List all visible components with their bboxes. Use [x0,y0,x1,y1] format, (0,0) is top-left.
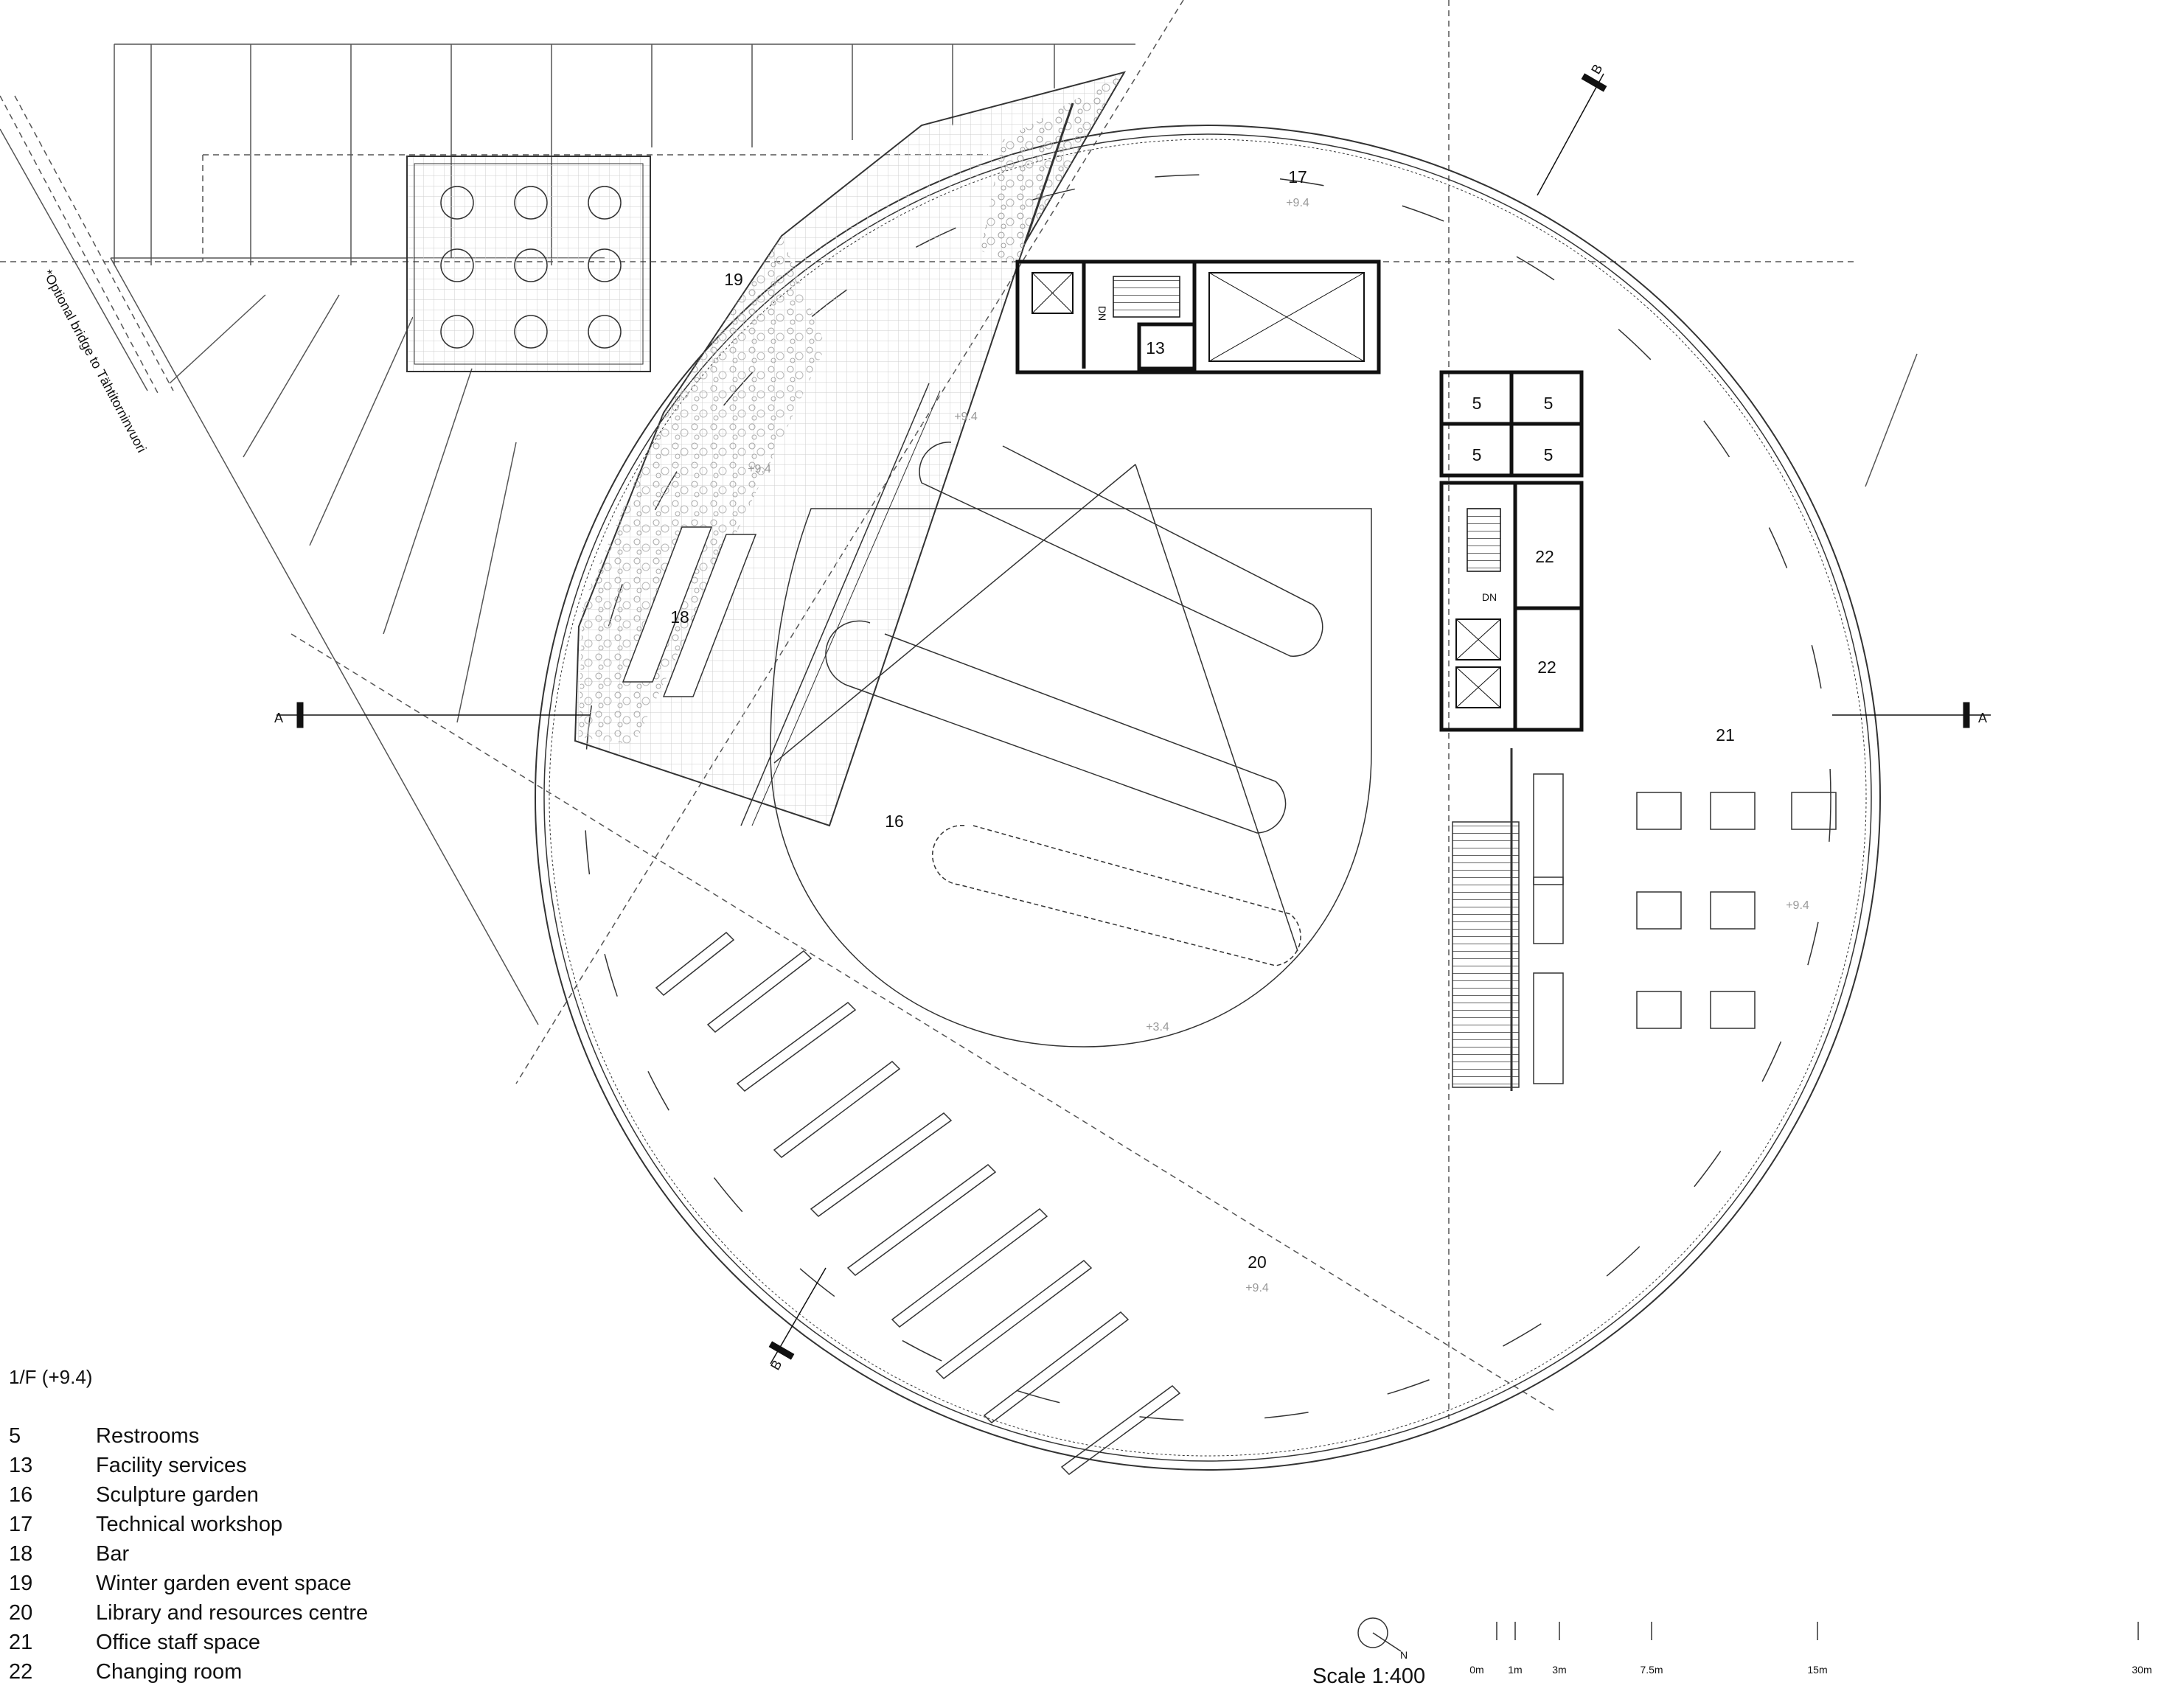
room-22-number-2: 22 [1537,658,1556,677]
section-markers [276,73,1991,1364]
room-18-number: 18 [670,607,689,627]
office-desks [1533,773,1837,1084]
section-mark-b-bottom: B [768,1358,784,1373]
room-5-number-3: 5 [1472,445,1482,464]
room-17-level: +9.4 [1286,197,1309,209]
scale-bar [1496,1622,2139,1640]
legend-label: Changing room [96,1660,243,1684]
legend-level-title: 1/F (+9.4) [9,1366,93,1388]
optional-bridge-note: *Optional bridge to Tähtitorninvuori [40,267,149,455]
legend-row: 20 Library and resources centre [9,1598,525,1628]
legend-row: 17 Technical workshop [9,1510,525,1539]
stair-dn-label-2: DN [1482,591,1497,603]
legend-num: 19 [9,1572,33,1595]
bar-counters [622,526,757,697]
legend-row: 19 Winter garden event space [9,1569,525,1598]
section-mark-a-left: A [274,711,283,725]
legend: 1/F (+9.4) 5 Restrooms 13 Facility service… [9,1366,525,1687]
legend-label: Facility services [96,1454,247,1477]
legend-row: 18 Bar [9,1539,525,1569]
room-18-level: +9.4 [748,463,771,475]
legend-num: 20 [9,1601,33,1625]
scale-tick-15m: 15m [1807,1664,1827,1676]
legend-row: 16 Sculpture garden [9,1480,525,1510]
scale-tick-0m: 0m [1469,1664,1483,1676]
legend-label: Winter garden event space [96,1572,352,1595]
legend-row: 21 Office staff space [9,1628,525,1657]
scale-tick-1m: 1m [1508,1664,1522,1676]
legend-row: 13 Facility services [9,1451,525,1480]
winter-garden-wedge [574,71,1127,827]
room-5-number-4: 5 [1544,445,1554,464]
legend-label: Library and resources centre [96,1601,369,1625]
site-boundary-lines [0,128,1918,1025]
restroom-changing-block [1439,370,1584,732]
north-arrow-label: N [1400,1649,1408,1661]
room-13-number: 13 [1146,338,1165,358]
stair-dn-label-1: DN [1096,306,1108,321]
building-envelope [535,125,1881,1471]
legend-num: 21 [9,1631,33,1654]
legend-num: 13 [9,1454,33,1477]
service-core [1015,259,1381,374]
scale-tick-30m: 30m [2132,1664,2151,1676]
level-mark-plus-9-4: +9.4 [954,411,978,423]
section-mark-a-right: A [1978,711,1987,725]
legend-num: 5 [9,1424,21,1448]
room-19-number: 19 [724,270,743,289]
legend-label: Sculpture garden [96,1483,259,1507]
legend-label: Office staff space [96,1631,260,1654]
room-16-number: 16 [885,812,904,831]
legend-row: 22 Changing room [9,1657,525,1687]
room-21-number: 21 [1716,725,1735,745]
legend-label: Bar [96,1542,130,1566]
room-17-number: 17 [1288,167,1307,187]
level-mark-plus-3-4: +3.4 [1146,1021,1169,1033]
room-22-number-1: 22 [1535,547,1554,566]
legend-num: 17 [9,1513,33,1536]
terrace-tables [406,156,651,372]
main-stair [1452,748,1520,1091]
room-21-level: +9.4 [1786,899,1809,912]
room-5-number-2: 5 [1544,394,1554,413]
room-20-level: +9.4 [1245,1282,1269,1294]
legend-num: 22 [9,1660,33,1684]
sculpture-garden [770,442,1372,1048]
scale-tick-7-5m: 7.5m [1640,1664,1663,1676]
legend-num: 16 [9,1483,33,1507]
library-shelves [655,931,1181,1475]
legend-label: Technical workshop [96,1513,283,1536]
legend-num: 18 [9,1542,33,1566]
scale-tick-3m: 3m [1552,1664,1566,1676]
scale-label: Scale 1:400 [1312,1665,1426,1688]
room-5-number-1: 5 [1472,394,1482,413]
north-arrow [1357,1617,1402,1652]
legend-row: 5 Restrooms [9,1421,525,1451]
room-20-number: 20 [1248,1252,1267,1272]
legend-label: Restrooms [96,1424,200,1448]
